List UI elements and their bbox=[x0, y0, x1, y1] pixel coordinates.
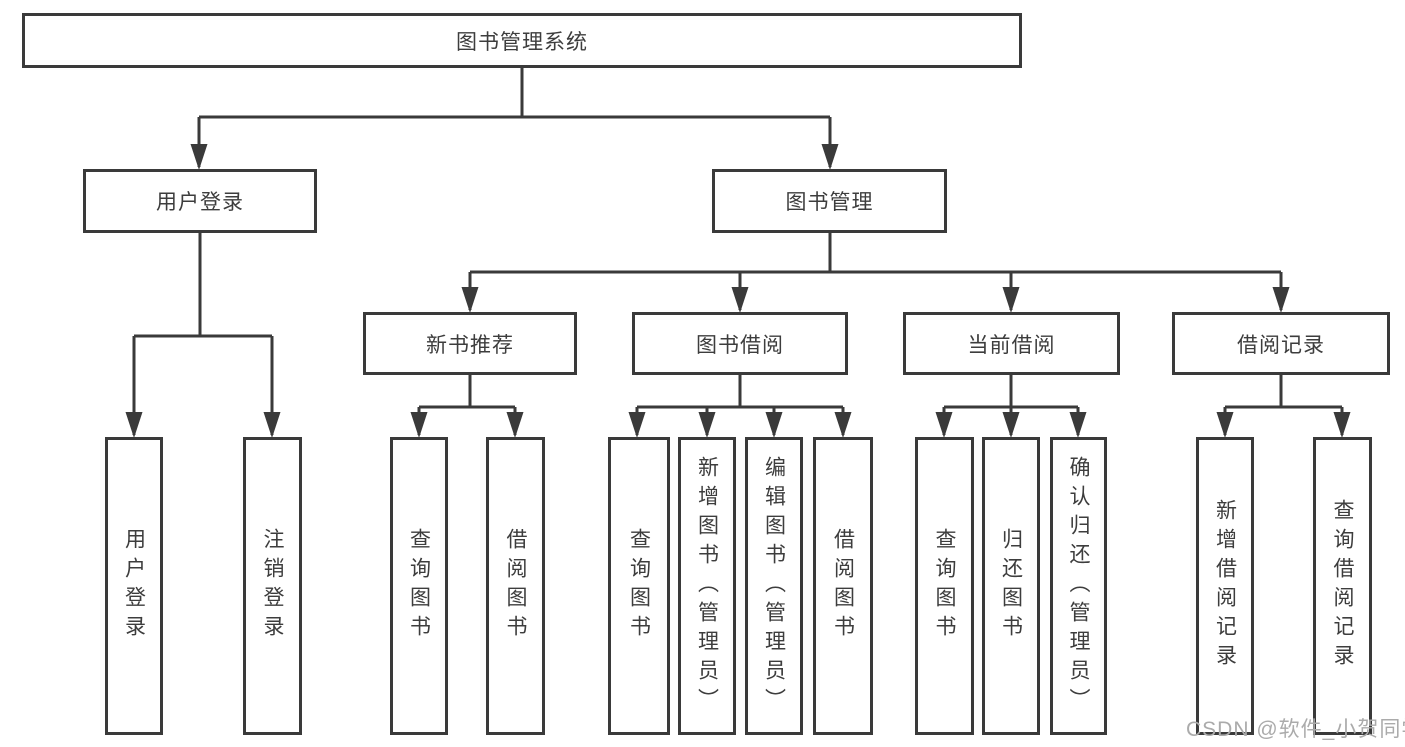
leaf-borrow-books-borrowing: 借阅图书 bbox=[813, 437, 873, 735]
leaf-return-books: 归还图书 bbox=[982, 437, 1040, 735]
leaf-borrow-books-borrowing-label: 借阅图书 bbox=[831, 528, 855, 644]
node-borrowing-records: 借阅记录 bbox=[1172, 312, 1390, 375]
node-book-management-label: 图书管理 bbox=[785, 191, 874, 214]
node-book-borrowing: 图书借阅 bbox=[632, 312, 848, 375]
leaf-borrow-books-recommend-label: 借阅图书 bbox=[504, 528, 527, 644]
node-borrowing-records-label: 借阅记录 bbox=[1237, 333, 1325, 357]
root-node-label: 图书管理系统 bbox=[456, 30, 588, 54]
leaf-query-borrow-record-label: 查询借阅记录 bbox=[1331, 499, 1354, 673]
node-book-borrowing-label: 图书借阅 bbox=[696, 333, 784, 357]
node-user-login: 用户登录 bbox=[83, 169, 317, 233]
leaf-confirm-return-admin-label: 确认归还（管理员） bbox=[1067, 455, 1090, 717]
root-node: 图书管理系统 bbox=[22, 13, 1022, 68]
csdn-watermark: CSDN @软件_小贺同学 bbox=[1186, 718, 1405, 741]
node-new-book-recommend-label: 新书推荐 bbox=[426, 333, 514, 357]
leaf-query-books-current: 查询图书 bbox=[915, 437, 974, 735]
node-user-login-label: 用户登录 bbox=[156, 191, 244, 214]
leaf-query-borrow-record: 查询借阅记录 bbox=[1313, 437, 1372, 735]
node-book-management: 图书管理 bbox=[712, 169, 947, 233]
leaf-confirm-return-admin: 确认归还（管理员） bbox=[1050, 437, 1107, 735]
leaf-add-book-admin: 新增图书（管理员） bbox=[678, 437, 736, 735]
leaf-query-books-recommend: 查询图书 bbox=[390, 437, 448, 735]
leaf-user-login-label: 用户登录 bbox=[122, 528, 146, 644]
leaf-user-login: 用户登录 bbox=[105, 437, 163, 735]
leaf-add-book-admin-label: 新增图书（管理员） bbox=[695, 455, 719, 717]
node-new-book-recommend: 新书推荐 bbox=[363, 312, 577, 375]
node-current-borrowing: 当前借阅 bbox=[903, 312, 1120, 375]
leaf-query-books-borrowing-label: 查询图书 bbox=[627, 528, 651, 644]
leaf-query-books-recommend-label: 查询图书 bbox=[407, 528, 431, 644]
leaf-logout: 注销登录 bbox=[243, 437, 302, 735]
leaf-edit-book-admin-label: 编辑图书（管理员） bbox=[762, 455, 786, 717]
arrowheads bbox=[125, 144, 1351, 438]
node-current-borrowing-label: 当前借阅 bbox=[967, 333, 1056, 357]
leaf-return-books-label: 归还图书 bbox=[999, 528, 1023, 644]
leaf-borrow-books-recommend: 借阅图书 bbox=[486, 437, 545, 735]
leaf-query-books-borrowing: 查询图书 bbox=[608, 437, 670, 735]
leaf-add-borrow-record-label: 新增借阅记录 bbox=[1213, 499, 1237, 673]
leaf-add-borrow-record: 新增借阅记录 bbox=[1196, 437, 1254, 735]
leaf-query-books-current-label: 查询图书 bbox=[933, 528, 956, 644]
leaf-edit-book-admin: 编辑图书（管理员） bbox=[745, 437, 803, 735]
leaf-logout-label: 注销登录 bbox=[261, 528, 284, 644]
